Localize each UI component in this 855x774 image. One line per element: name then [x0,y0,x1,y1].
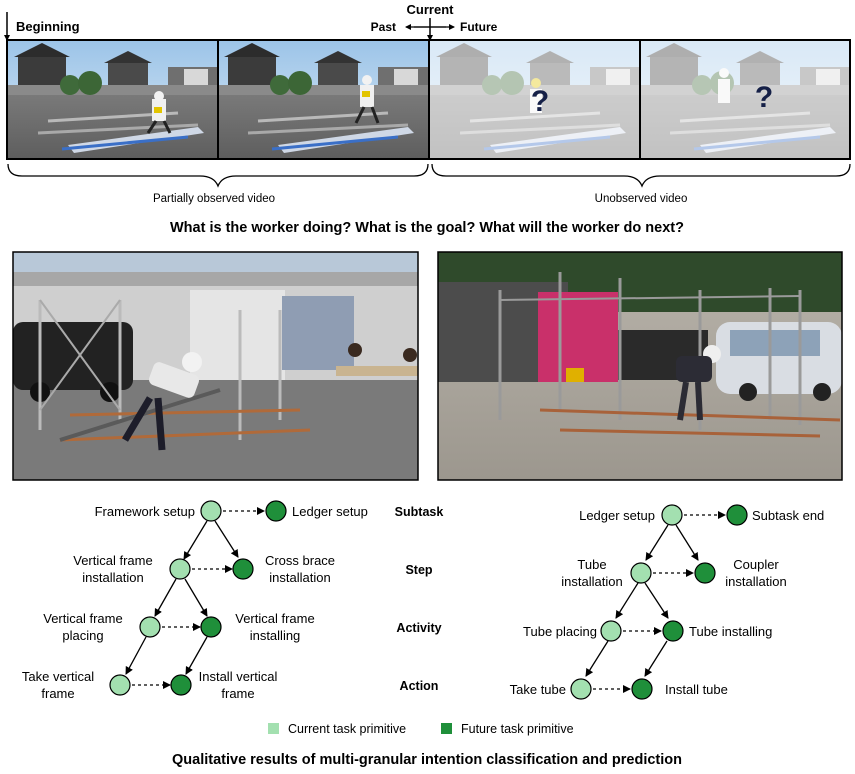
legend-future-swatch [441,723,452,734]
label-cross-brace-l1: Cross brace [265,553,335,568]
label-take-vertical-frame-l1: Take vertical [22,669,94,684]
future-label: Future [460,20,498,34]
beginning-label: Beginning [16,19,80,34]
unknown-mark-2: ? [755,81,773,114]
node-install-vertical-frame [170,674,192,696]
node-vertical-frame-placing [139,616,161,638]
observed-brace: Partially observed video [7,163,429,205]
right-tree: Ledger setup Subtask end Tube installati… [510,504,824,700]
node-tube-installation [630,562,652,584]
label-tube-installation-l2: installation [561,574,622,589]
unobserved-label: Unobserved video [595,193,688,205]
frame-unobserved-1: ? [428,39,642,161]
label-coupler-l1: Coupler [733,557,779,572]
label-tube-installing: Tube installing [689,624,772,639]
label-ledger-setup-right: Ledger setup [579,508,655,523]
legend: Current task primitive Future task primi… [268,722,574,736]
unknown-mark-1: ? [531,85,549,118]
node-tube-installing [662,620,684,642]
frame-observed-2 [216,39,430,161]
frame-unobserved-2: ? [638,39,852,161]
label-vertical-frame-installing-l2: installing [250,628,301,643]
label-vertical-frame-placing-l1: Vertical frame [43,611,122,626]
label-ledger-setup: Ledger setup [292,504,368,519]
past-label: Past [371,20,396,34]
legend-current-label: Current task primitive [288,722,406,736]
label-framework-setup: Framework setup [95,504,195,519]
figure-caption: Qualitative results of multi-granular in… [172,752,682,768]
level-subtask: Subtask [395,505,444,519]
label-vertical-frame-installation-l1: Vertical frame [73,553,152,568]
level-action: Action [400,679,439,693]
node-ledger-setup-future [265,500,287,522]
node-framework-setup [200,500,222,522]
label-install-vertical-frame-l1: Install vertical [199,669,278,684]
label-cross-brace-l2: installation [269,570,330,585]
unobserved-brace: Unobserved video [431,163,851,205]
label-tube-placing: Tube placing [523,624,597,639]
level-labels: Subtask Step Activity Action [395,505,444,693]
node-vertical-frame-installation [169,558,191,580]
node-coupler-installation [694,562,716,584]
label-vertical-frame-installation-l2: installation [82,570,143,585]
question-text: What is the worker doing? What is the go… [170,220,684,236]
photo-ledger-setup [437,251,843,481]
label-install-tube: Install tube [665,682,728,697]
label-subtask-end: Subtask end [752,508,824,523]
node-take-vertical-frame [109,674,131,696]
label-vertical-frame-placing-l2: placing [62,628,103,643]
timeline-header: Beginning Current Past Future [4,2,498,41]
label-install-vertical-frame-l2: frame [221,686,254,701]
label-take-vertical-frame-l2: frame [41,686,74,701]
node-subtask-end [726,504,748,526]
frame-observed-1 [6,39,220,161]
node-take-tube [570,678,592,700]
node-cross-brace-installation [232,558,254,580]
frame-strip: ? ? [6,39,852,161]
node-tube-placing [600,620,622,642]
level-activity: Activity [396,621,441,635]
legend-future-label: Future task primitive [461,722,574,736]
label-coupler-l2: installation [725,574,786,589]
current-label: Current [407,2,455,17]
photo-framework-setup [12,251,419,481]
legend-current-swatch [268,723,279,734]
node-ledger-setup [661,504,683,526]
level-step: Step [405,563,432,577]
node-vertical-frame-installing [200,616,222,638]
node-install-tube [631,678,653,700]
partial-label: Partially observed video [153,193,275,205]
left-tree: Framework setup Ledger setup Vertical fr… [22,500,368,701]
label-vertical-frame-installing-l1: Vertical frame [235,611,314,626]
label-tube-installation-l1: Tube [577,557,606,572]
label-take-tube: Take tube [510,682,566,697]
